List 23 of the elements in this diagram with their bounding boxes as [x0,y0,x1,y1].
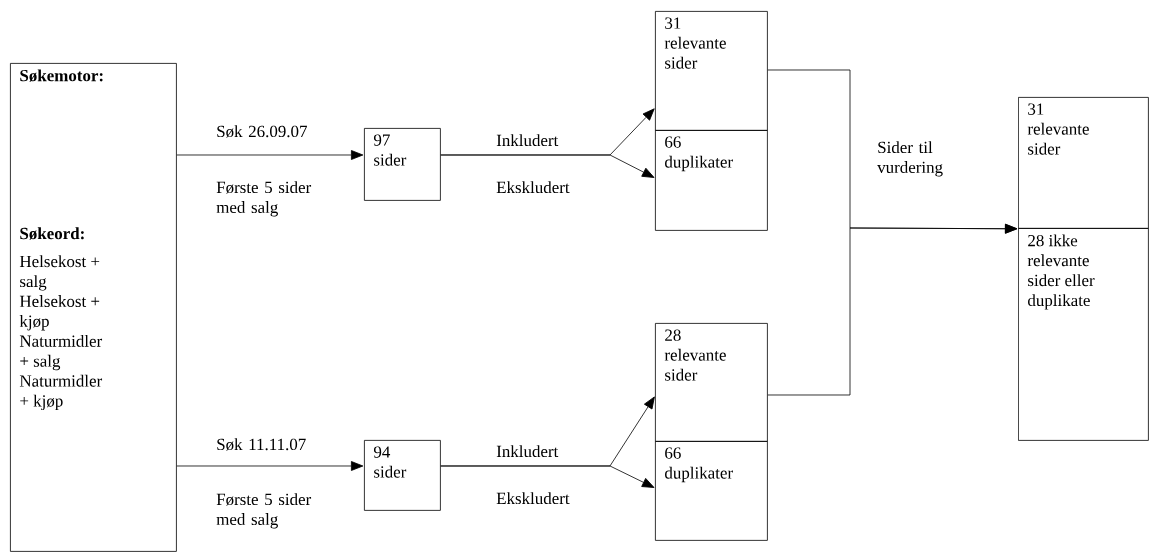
process-box: 97 sider [364,128,441,201]
process-box: 31 relevante sider [655,11,768,131]
edge-label: Ekskludert [496,181,570,194]
edge-label: Sider til vurdering [877,141,943,177]
edge-label: Søk 26.09.07 [217,125,307,138]
note-text: Første 5 sider med salg [216,493,312,529]
process-box: 31 relevante sider [1018,97,1149,229]
arrow [767,223,1018,396]
process-box: Søkemotor: Søkeord: Helsekost + salg Helsekost + kjøp Naturmidler + salg Naturmidler + kjøp [10,63,177,552]
arrow [176,461,364,471]
arrow [440,154,655,178]
process-box: 66 duplikater [655,130,768,231]
process-box: 28 ikke relevante sider eller duplikate [1018,228,1149,441]
edge-label: Inkludert [496,134,559,147]
process-box: 94 sider [364,440,441,511]
edge-label: Ekskludert [496,492,570,505]
note-text: Første 5 sider med salg [216,181,312,217]
arrow [176,150,364,160]
edge-label: Inkludert [496,445,559,458]
process-box: 66 duplikater [655,441,768,541]
arrow [440,465,655,488]
process-box: 28 relevante sider [655,323,768,442]
edge-label: Søk 11.11.07 [217,438,306,451]
